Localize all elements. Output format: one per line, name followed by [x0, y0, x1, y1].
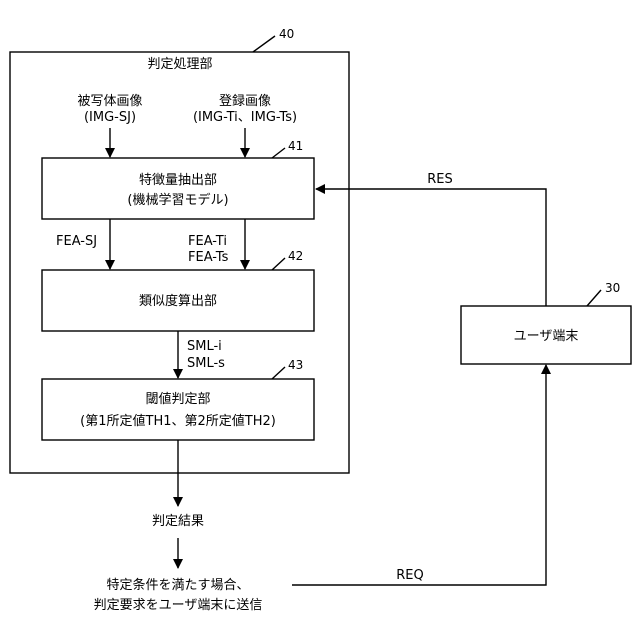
judgment-unit-leader-line — [253, 36, 275, 52]
threshold-judge-ref: 43 — [288, 358, 303, 372]
similarity-calculator-ref: 42 — [288, 249, 303, 263]
condition-text-line-2: 判定要求をユーザ端末に送信 — [94, 598, 263, 613]
condition-text-line-1: 特定条件を満たす場合、 — [106, 577, 249, 593]
similarity-label-2: SML-s — [187, 356, 225, 371]
feature-registered-label-2: FEA-Ts — [188, 250, 229, 265]
judgment-unit-ref: 40 — [279, 27, 294, 41]
threshold-judge-box — [42, 379, 314, 440]
threshold-judge-name: 閾値判定部 — [145, 391, 210, 407]
subject-image-label: 被写体画像 — [77, 94, 142, 109]
user-terminal-leader-line — [587, 290, 601, 306]
result-label: 判定結果 — [152, 514, 204, 529]
similarity-calculator-name: 類似度算出部 — [139, 293, 217, 309]
res-label: RES — [427, 172, 453, 187]
subject-image-code: (IMG-SJ) — [84, 110, 136, 125]
feature-registered-label-1: FEA-Ti — [188, 234, 227, 249]
req-label: REQ — [396, 568, 423, 583]
feature-extractor-ref: 41 — [288, 139, 303, 153]
judgment-unit-title: 判定処理部 — [147, 57, 212, 72]
registered-image-label: 登録画像 — [219, 94, 271, 109]
feature-extractor-name: 特徴量抽出部 — [139, 173, 217, 188]
feature-subject-label: FEA-SJ — [56, 234, 97, 249]
similarity-label-1: SML-i — [187, 339, 222, 354]
registered-image-code: (IMG-Ti、IMG-Ts) — [193, 110, 297, 125]
feature-extractor-box — [42, 158, 314, 219]
feature-extractor-detail: (機械学習モデル) — [127, 192, 228, 208]
user-terminal-ref: 30 — [605, 281, 620, 295]
threshold-judge-detail: (第1所定値TH1、第2所定値TH2) — [80, 413, 276, 429]
user-terminal-name: ユーザ端末 — [514, 329, 579, 344]
res-arrow — [316, 189, 546, 306]
